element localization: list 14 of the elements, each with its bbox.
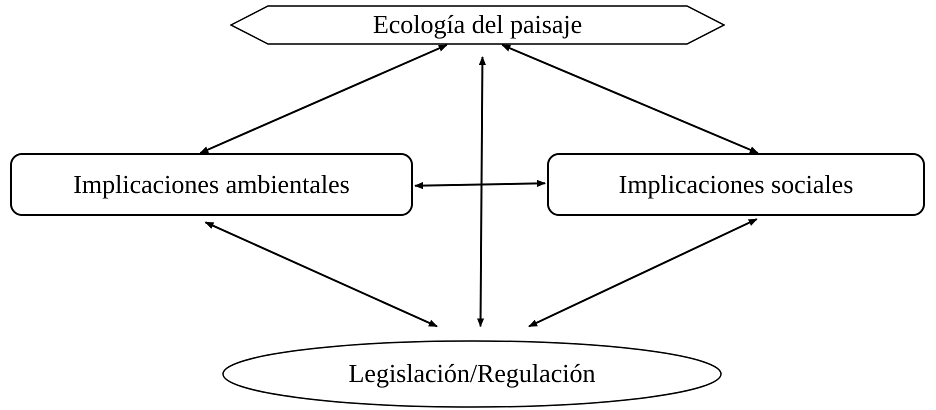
node-label: Implicaciones sociales — [618, 172, 854, 198]
node-label: Ecología del paisaje — [372, 12, 582, 38]
hexagon-node — [230, 5, 725, 45]
double-arrow — [414, 180, 546, 190]
node-label: Legislación/Regulación — [348, 361, 596, 387]
double-arrow — [204, 221, 438, 328]
ellipse-node — [222, 340, 722, 408]
double-arrow — [199, 44, 448, 154]
double-arrow — [501, 44, 759, 154]
rounded-box — [547, 153, 925, 216]
node-label: Implicaciones ambientales — [73, 172, 350, 198]
double-arrow — [476, 56, 486, 328]
rounded-box — [10, 153, 413, 216]
double-arrow — [528, 218, 758, 328]
